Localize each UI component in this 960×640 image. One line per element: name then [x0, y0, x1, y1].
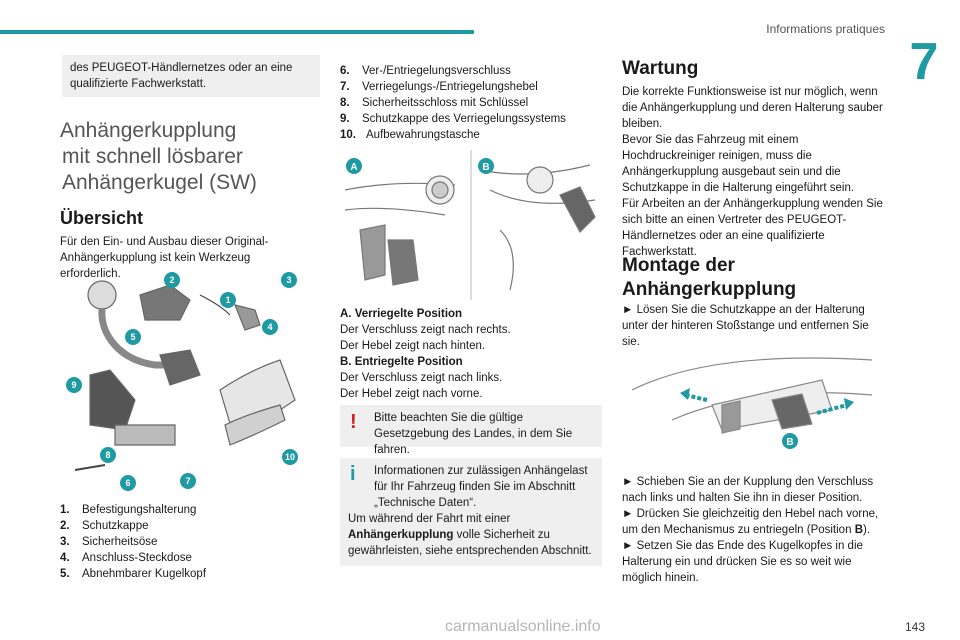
overview-text: Für den Ein- und Ausbau dieser Original-…: [60, 236, 269, 280]
info-text-1: Informationen zur zulässigen Anhängelast…: [374, 465, 588, 509]
position-a-title: A. Verriegelte Position: [340, 308, 463, 320]
mount-step-illustration: B: [631, 357, 873, 449]
callout-5: 5: [130, 332, 135, 342]
parts-legend-middle: 6.Ver-/Entriegelungsverschluss 7.Verrieg…: [340, 63, 600, 143]
list-item: 2.Schutzkappe: [60, 520, 149, 532]
info-text-2: Um während der Fahrt mit einer Anhängerk…: [348, 513, 592, 557]
callout-6: 6: [125, 478, 130, 488]
position-b-line-1: Der Verschluss zeigt nach links.: [340, 372, 503, 384]
list-item: 1.Befestigungshalterung: [60, 504, 197, 516]
list-item: 4.Anschluss-Steckdose: [60, 552, 192, 564]
figure-label-b: B: [786, 437, 793, 448]
warning-box: ! Bitte beachten Sie die gültige Gesetzg…: [340, 405, 602, 456]
callout-4: 4: [267, 322, 272, 332]
list-item: 10.Aufbewahrungstasche: [340, 129, 480, 141]
position-a-line-2: Der Hebel zeigt nach hinten.: [340, 340, 486, 352]
list-item: 8.Sicherheitsschloss mit Schlüssel: [340, 97, 529, 109]
lock-positions-illustration: A B: [344, 150, 596, 300]
position-a-line-1: Der Verschluss zeigt nach rechts.: [340, 324, 511, 336]
callout-9: 9: [71, 380, 76, 390]
callout-2: 2: [169, 275, 174, 285]
section-heading-line-3: Anhängerkugel (SW): [62, 171, 257, 194]
info-icon: i: [350, 463, 356, 485]
callout-8: 8: [105, 450, 110, 460]
overview-heading: Übersicht: [60, 208, 144, 228]
towbar-components-illustration: 2 3 1 4 5 9 8 6 7 10: [66, 272, 298, 491]
continuation-note: des PEUGEOT-Händlernetzes oder an eine q…: [62, 55, 320, 97]
warning-icon: !: [350, 411, 357, 433]
callout-3: 3: [286, 275, 291, 285]
mount-steps: ► Schieben Sie an der Kupplung den Versc…: [622, 474, 890, 586]
list-item: 9.Schutzkappe des Verriegelungssystems: [340, 113, 566, 125]
warning-text: Bitte beachten Sie die gültige Gesetzgeb…: [374, 412, 573, 456]
figure-label-b: B: [482, 162, 489, 173]
maintenance-text: Die korrekte Funktionsweise ist nur mögl…: [622, 86, 883, 258]
mount-step-3: ► Drücken Sie gleichzeitig den Hebel nac…: [622, 508, 879, 536]
section-heading-line-2: mit schnell lösbarer: [62, 145, 243, 168]
maintenance-heading: Wartung: [622, 58, 699, 79]
mount-step-1: ► Lösen Sie die Schutzkappe an der Halte…: [622, 304, 869, 348]
mount-heading: Montage der Anhängerkupplung: [622, 255, 797, 300]
list-item: 7.Verriegelungs-/Entriegelungshebel: [340, 81, 538, 93]
header-accent-bar: [0, 30, 474, 34]
position-b-title: B. Entriegelte Position: [340, 356, 463, 368]
mount-step-4: ► Setzen Sie das Ende des Kugelkopfes in…: [622, 540, 863, 584]
info-box: i Informationen zur zulässigen Anhängela…: [340, 458, 602, 566]
list-item: 6.Ver-/Entriegelungsverschluss: [340, 65, 511, 77]
callout-10: 10: [285, 452, 295, 462]
callout-1: 1: [225, 295, 230, 305]
list-item: 5.Abnehmbarer Kugelkopf: [60, 568, 207, 580]
chapter-number: 7: [909, 33, 939, 91]
position-b-line-2: Der Hebel zeigt nach vorne.: [340, 388, 483, 400]
position-descriptions: A. Verriegelte Position Der Verschluss z…: [340, 306, 600, 402]
figure-label-a: A: [350, 162, 357, 173]
callout-7: 7: [185, 476, 190, 486]
mount-step-2: ► Schieben Sie an der Kupplung den Versc…: [622, 476, 874, 504]
watermark: carmanualsonline.info: [445, 618, 601, 635]
section-heading-line-1: Anhängerkupplung: [60, 119, 237, 142]
parts-legend-left: 1.Befestigungshalterung 2.Schutzkappe 3.…: [60, 502, 310, 582]
section-heading: Anhängerkupplung mit schnell lösbarer An…: [60, 118, 320, 196]
list-item: 3.Sicherheitsöse: [60, 536, 158, 548]
section-title: Informations pratiques: [766, 22, 885, 36]
page-number: 143: [905, 620, 926, 634]
